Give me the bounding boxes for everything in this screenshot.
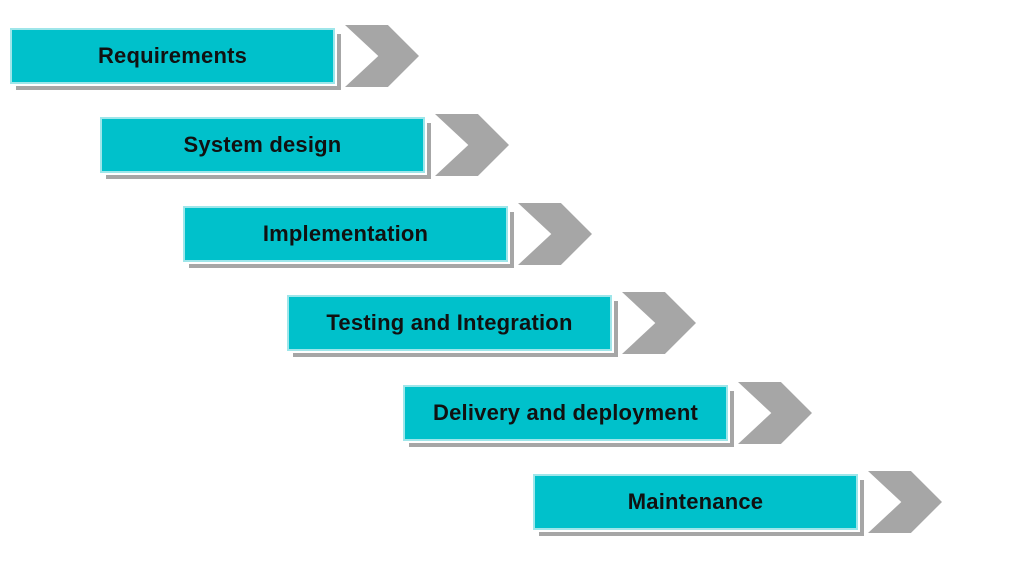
chevron-right-icon	[435, 114, 509, 176]
chevron-right-icon	[622, 292, 696, 354]
phase-box-requirements: Requirements	[10, 28, 335, 84]
phase-box-delivery-deployment: Delivery and deployment	[403, 385, 728, 441]
chevron-right-icon	[868, 471, 942, 533]
step-maintenance: Maintenance	[533, 470, 942, 534]
phase-label: Maintenance	[627, 489, 764, 514]
phase-box-testing-integration: Testing and Integration	[287, 295, 612, 351]
chevron-right-icon	[345, 25, 419, 87]
step-implementation: Implementation	[183, 202, 592, 266]
phase-box-system-design: System design	[100, 117, 425, 173]
step-system-design: System design	[100, 113, 509, 177]
step-requirements: Requirements	[10, 24, 419, 88]
chevron-right-icon	[738, 382, 812, 444]
phase-label: System design	[183, 132, 342, 157]
chevron-right-icon	[518, 203, 592, 265]
phase-label: Implementation	[262, 221, 429, 246]
phase-box-maintenance: Maintenance	[533, 474, 858, 530]
step-delivery-deployment: Delivery and deployment	[403, 381, 812, 445]
step-testing-integration: Testing and Integration	[287, 291, 696, 355]
phase-label: Requirements	[97, 43, 248, 68]
phase-box-implementation: Implementation	[183, 206, 508, 262]
phase-label: Delivery and deployment	[432, 400, 698, 425]
phase-label: Testing and Integration	[326, 310, 573, 335]
